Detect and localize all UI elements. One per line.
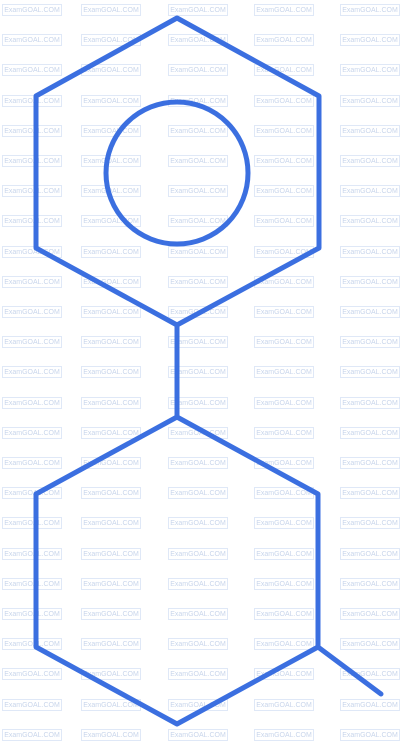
upper-hexagon-ring: [33, 15, 322, 328]
methyl-substituent-bond: [315, 644, 384, 697]
aromatic-circle: [103, 99, 251, 247]
lower-hexagon-ring: [33, 414, 321, 727]
